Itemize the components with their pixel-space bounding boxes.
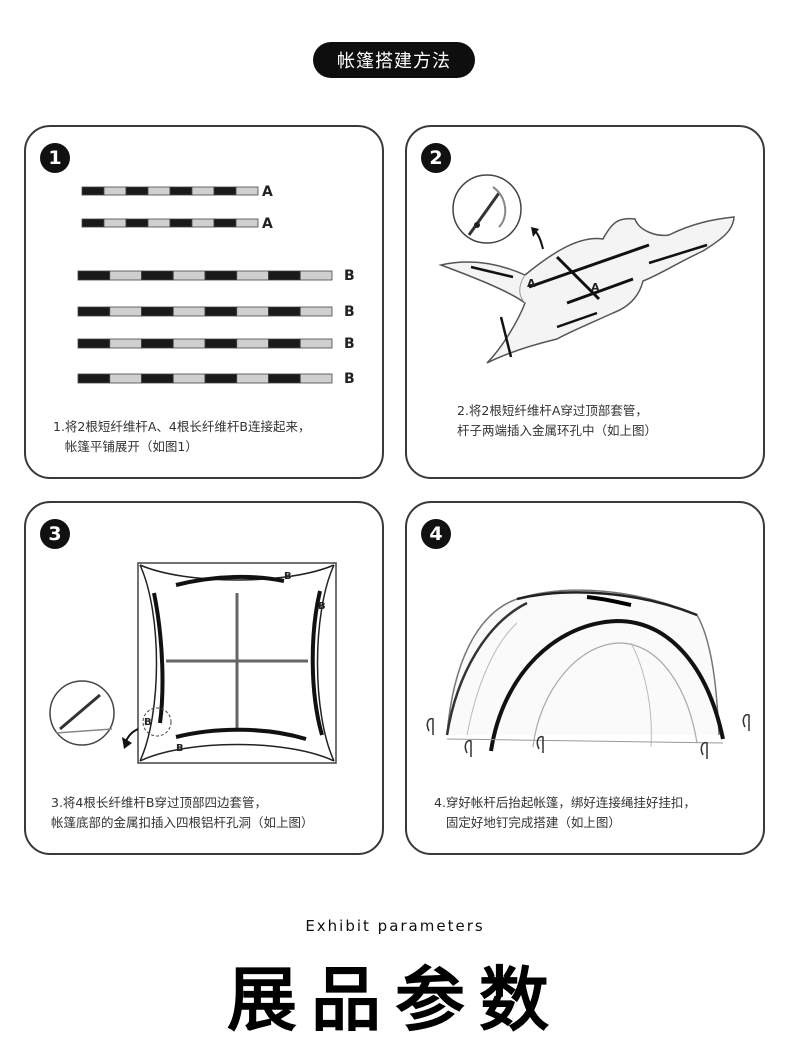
pole-label-b: B xyxy=(344,371,355,387)
pole-segment xyxy=(172,270,206,281)
pole-segment xyxy=(109,306,142,317)
pole-segment xyxy=(299,373,333,384)
pole-segment xyxy=(77,270,111,281)
pole-label-b: B xyxy=(344,268,355,284)
pole-segment xyxy=(213,218,237,228)
pole-label-a: A xyxy=(262,216,273,232)
tent-flat-illustration: A A xyxy=(438,174,735,364)
pole-segment xyxy=(77,373,111,384)
step-3-number: 3 xyxy=(40,519,70,549)
step-4-caption: 4.穿好帐杆后抬起帐篷，绑好连接绳挂好挂扣， 固定好地钉完成搭建（如上图） xyxy=(434,795,696,830)
short-pole-a1 xyxy=(81,186,259,196)
pole-label-b: B xyxy=(176,743,184,754)
pole-segment xyxy=(147,218,171,228)
pole-segment xyxy=(204,373,238,384)
pole-segment xyxy=(204,306,238,317)
pole-segment xyxy=(268,270,301,281)
pole-segment xyxy=(103,186,127,196)
pole-segment xyxy=(172,373,206,384)
pole-segment xyxy=(141,270,174,281)
pole-segment xyxy=(81,186,105,196)
step-2-number: 2 xyxy=(421,143,451,173)
pole-segment xyxy=(268,338,301,349)
pole-label-b: B xyxy=(344,336,355,352)
step-1-caption: 1.将2根短纤维杆A、4根长纤维杆B连接起来， 帐篷平铺展开（如图1） xyxy=(53,419,311,454)
pole-segment xyxy=(299,338,333,349)
pole-segment xyxy=(169,186,193,196)
pole-label-a: A xyxy=(262,184,273,200)
section-title: 帐篷搭建方法 xyxy=(313,42,475,78)
pole-label-b: B xyxy=(344,304,355,320)
long-pole-b4 xyxy=(77,373,333,384)
pole-segment xyxy=(141,306,174,317)
step-2-caption: 2.将2根短纤维杆A穿过顶部套管， 杆子两端插入金属环孔中（如上图） xyxy=(457,403,658,438)
pole-segment xyxy=(236,306,269,317)
pole-segment xyxy=(268,306,301,317)
pole-segment xyxy=(204,270,238,281)
pole-segment xyxy=(191,218,215,228)
pole-segment xyxy=(204,338,238,349)
pole-segment xyxy=(299,306,333,317)
step-4-number: 4 xyxy=(421,519,451,549)
pole-segment xyxy=(235,186,259,196)
pole-segment xyxy=(299,270,333,281)
pole-segment xyxy=(191,186,215,196)
pole-label-a: A xyxy=(527,277,536,290)
step-2-panel: 2 A A 2.将2根短纤维杆A穿过顶部套管， 杆子两端插入金属环孔中（如上图） xyxy=(405,125,765,479)
pole-segment xyxy=(125,218,149,228)
pole-segment xyxy=(235,218,259,228)
pole-label-b: B xyxy=(318,601,326,612)
step-1-panel: 1 A A B B B B 1.将2根短纤维杆A、4根长纤维杆B连接起来， 帐篷… xyxy=(24,125,384,479)
pole-segment xyxy=(236,373,269,384)
long-pole-b3 xyxy=(77,338,333,349)
pole-segment xyxy=(103,218,127,228)
step-1-number: 1 xyxy=(40,143,70,173)
pole-segment xyxy=(268,373,301,384)
short-pole-a2 xyxy=(81,218,259,228)
long-pole-b1 xyxy=(77,270,333,281)
pole-segment xyxy=(77,306,111,317)
section-subtitle: Exhibit parameters xyxy=(305,917,485,935)
pole-label-b: B xyxy=(284,571,292,582)
tent-dome-illustration xyxy=(426,589,750,759)
pole-segment xyxy=(77,338,111,349)
step-3-caption: 3.将4根长纤维杆B穿过顶部四边套管， 帐篷底部的金属扣插入四根铝杆孔洞（如上图… xyxy=(51,795,314,830)
pole-label-a: A xyxy=(591,281,600,294)
step-3-panel: 3 B B B B 3.将4根长纤维杆B穿过顶部四边套管， 帐篷底部的金属扣插入… xyxy=(24,501,384,855)
pole-segment xyxy=(109,373,142,384)
pole-label-b: B xyxy=(144,717,152,728)
pole-segment xyxy=(172,338,206,349)
poles-illustration xyxy=(77,186,333,384)
pole-segment xyxy=(141,338,174,349)
long-pole-b2 xyxy=(77,306,333,317)
pole-segment xyxy=(169,218,193,228)
pole-segment xyxy=(236,338,269,349)
pole-segment xyxy=(141,373,174,384)
section-heading: 展品参数 xyxy=(227,959,563,1041)
pole-segment xyxy=(109,338,142,349)
pole-segment xyxy=(81,218,105,228)
pole-segment xyxy=(172,306,206,317)
tent-top-view-illustration: B B B B xyxy=(49,562,337,764)
step-4-panel: 4 4.穿好帐杆后抬起帐篷，绑好连接绳挂好挂扣， 固定好地钉完成搭建（如上图） xyxy=(405,501,765,855)
pole-segment xyxy=(109,270,142,281)
pole-segment xyxy=(147,186,171,196)
pole-segment xyxy=(125,186,149,196)
pole-segment xyxy=(236,270,269,281)
pole-segment xyxy=(213,186,237,196)
